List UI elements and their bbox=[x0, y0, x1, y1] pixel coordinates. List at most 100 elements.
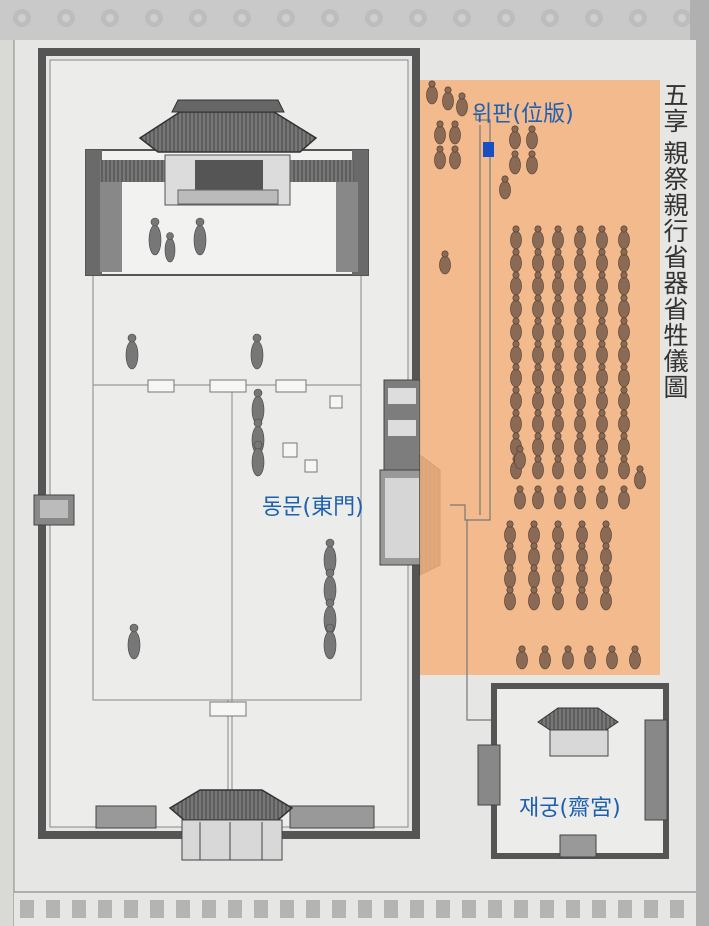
official-figure bbox=[552, 230, 564, 250]
official-figure-head bbox=[556, 485, 564, 493]
official-figure bbox=[449, 150, 461, 170]
official-figure bbox=[434, 125, 446, 145]
official-figure bbox=[510, 299, 522, 319]
official-figure bbox=[574, 437, 586, 457]
official-figure-head bbox=[576, 225, 584, 233]
text-glyph-block bbox=[202, 900, 216, 918]
official-figure bbox=[596, 368, 608, 388]
official-figure bbox=[618, 322, 630, 342]
official-figure-head bbox=[576, 485, 584, 493]
text-glyph-block bbox=[98, 900, 112, 918]
official-figure bbox=[532, 253, 544, 273]
official-figure-head bbox=[620, 485, 628, 493]
official-figure bbox=[510, 276, 522, 296]
official-figure bbox=[618, 414, 630, 434]
official-figure-head bbox=[564, 645, 572, 653]
official-figure bbox=[574, 391, 586, 411]
official-figure bbox=[499, 180, 511, 200]
official-figure bbox=[574, 414, 586, 434]
official-figure-head bbox=[530, 564, 538, 572]
title-number: 五享 bbox=[660, 82, 689, 134]
official-figure-head bbox=[506, 564, 514, 572]
text-glyph-block bbox=[150, 900, 164, 918]
official-figure bbox=[574, 368, 586, 388]
official-figure-head bbox=[554, 564, 562, 572]
text-glyph-block bbox=[332, 900, 346, 918]
official-figure bbox=[596, 460, 608, 480]
official-figure bbox=[596, 253, 608, 273]
official-figure-head bbox=[554, 363, 562, 371]
official-figure bbox=[600, 591, 612, 611]
text-glyph-block bbox=[254, 900, 268, 918]
official-figure bbox=[552, 460, 564, 480]
official-figure-head bbox=[530, 520, 538, 528]
official-figure bbox=[552, 437, 564, 457]
jaegung-label: 재궁(齋宮) bbox=[519, 796, 621, 821]
official-figure bbox=[552, 547, 564, 567]
text-glyph-block bbox=[306, 900, 320, 918]
jaegung-compound bbox=[477, 683, 669, 859]
text-glyph-block bbox=[566, 900, 580, 918]
text-glyph-block bbox=[46, 900, 60, 918]
official-figure bbox=[456, 97, 468, 117]
official-figure bbox=[574, 230, 586, 250]
official-figure-head bbox=[441, 250, 449, 258]
official-figure bbox=[514, 490, 526, 510]
official-figure-head bbox=[554, 586, 562, 594]
official-figure-head bbox=[516, 445, 524, 453]
official-figure-head bbox=[458, 92, 466, 100]
official-figure-head bbox=[451, 120, 459, 128]
official-figure-head bbox=[512, 225, 520, 233]
official-figure-head bbox=[576, 317, 584, 325]
official-figure-head bbox=[598, 409, 606, 417]
official-figure bbox=[618, 490, 630, 510]
official-figure bbox=[532, 345, 544, 365]
south-gate-building bbox=[95, 789, 375, 861]
text-glyph-block bbox=[358, 900, 372, 918]
official-figure-head bbox=[554, 225, 562, 233]
official-figure bbox=[442, 91, 454, 111]
official-figure-head bbox=[576, 363, 584, 371]
official-figure-head bbox=[534, 386, 542, 394]
official-figure bbox=[532, 414, 544, 434]
official-figure bbox=[532, 322, 544, 342]
official-figure bbox=[526, 130, 538, 150]
official-figure bbox=[596, 322, 608, 342]
official-figure bbox=[510, 414, 522, 434]
main-hall-building bbox=[85, 99, 369, 276]
text-glyph-block bbox=[410, 900, 424, 918]
west-gate bbox=[33, 494, 75, 526]
official-figure bbox=[528, 591, 540, 611]
official-figure-head bbox=[451, 145, 459, 153]
official-figure-head bbox=[554, 409, 562, 417]
official-figure-head bbox=[598, 455, 606, 463]
official-figure bbox=[596, 437, 608, 457]
official-figure bbox=[596, 345, 608, 365]
official-figure bbox=[504, 591, 516, 611]
text-glyph-block bbox=[644, 900, 658, 918]
official-figure-head bbox=[528, 150, 536, 158]
official-figure bbox=[596, 490, 608, 510]
official-figure-head bbox=[554, 340, 562, 348]
official-figure bbox=[510, 230, 522, 250]
official-figure-head bbox=[620, 225, 628, 233]
official-figure-head bbox=[598, 294, 606, 302]
official-figure bbox=[600, 525, 612, 545]
official-figure bbox=[509, 130, 521, 150]
official-figure bbox=[532, 437, 544, 457]
official-figure bbox=[574, 345, 586, 365]
official-figure-head bbox=[534, 340, 542, 348]
text-glyph-block bbox=[176, 900, 190, 918]
official-figure bbox=[634, 470, 646, 490]
official-figure bbox=[539, 650, 551, 670]
official-figure bbox=[526, 155, 538, 175]
official-figure bbox=[576, 591, 588, 611]
text-glyph-block bbox=[436, 900, 450, 918]
official-figure bbox=[510, 391, 522, 411]
official-figure bbox=[584, 650, 596, 670]
official-figure bbox=[562, 650, 574, 670]
official-figure-head bbox=[436, 145, 444, 153]
official-figure-head bbox=[602, 586, 610, 594]
official-figure bbox=[552, 525, 564, 545]
